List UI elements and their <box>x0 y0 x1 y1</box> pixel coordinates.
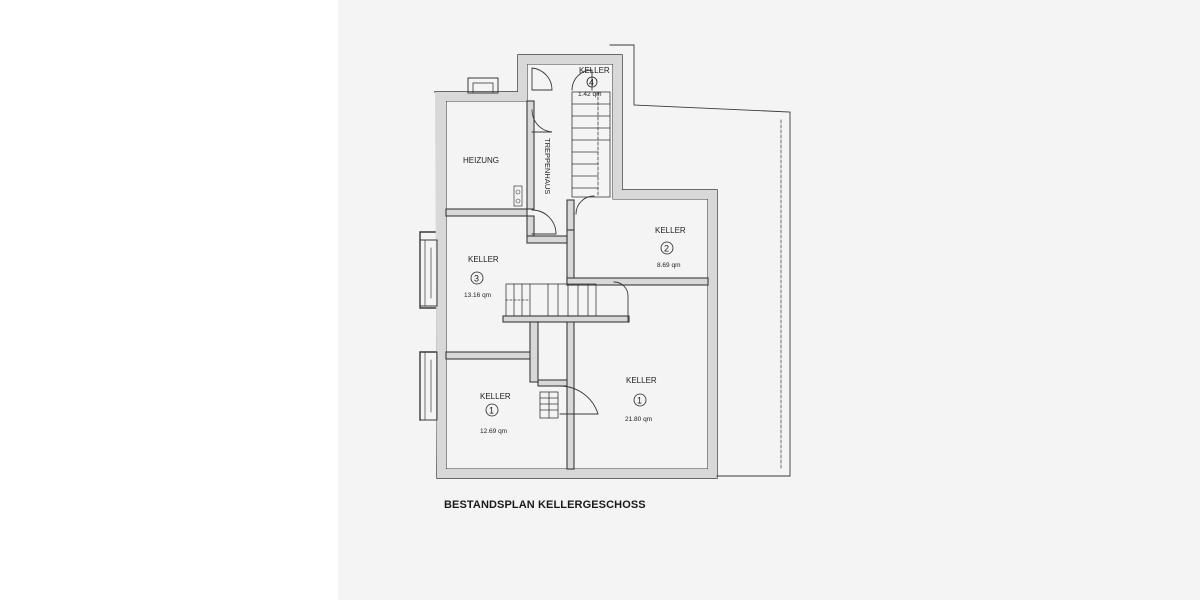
outer-wall <box>419 54 718 479</box>
room-name-treppenhaus: TREPPENHAUS <box>543 138 552 194</box>
room-number-circle <box>485 403 499 417</box>
room-name-keller4: KELLER <box>579 66 610 75</box>
room-name-keller1-right: KELLER <box>626 376 657 385</box>
room-name-heizung: HEIZUNG <box>463 156 499 165</box>
plan-title: BESTANDSPLAN KELLERGESCHOSS <box>444 499 646 511</box>
room-number-keller3: 3 <box>474 274 479 284</box>
room-number-keller4: 4 <box>589 78 594 88</box>
room-area-keller4: 1.42 qm <box>578 91 602 98</box>
room-name-keller2: KELLER <box>655 226 686 235</box>
room-label-keller4: KELLER 4 1.42 qm <box>578 66 610 98</box>
room-name-keller3: KELLER <box>468 255 499 264</box>
room-label-keller3: KELLER 3 13.16 qm <box>464 255 499 299</box>
doors <box>513 67 629 415</box>
room-number-circle <box>633 393 647 407</box>
light-shaft-top <box>467 77 499 94</box>
room-label-keller1-right: KELLER 1 21.80 qm <box>625 376 657 423</box>
room-number-keller1-right: 1 <box>637 396 642 406</box>
room-label-treppenhaus: TREPPENHAUS <box>543 138 552 194</box>
room-number-circle <box>586 76 598 88</box>
room-number-keller2: 2 <box>664 244 669 254</box>
page-margin <box>0 0 338 600</box>
room-area-keller2: 8.69 qm <box>657 262 681 269</box>
room-label-heizung: HEIZUNG <box>463 156 499 165</box>
room-area-keller1-left: 12.69 qm <box>480 428 507 435</box>
room-number-circle <box>660 241 674 255</box>
room-area-keller1-right: 21.80 qm <box>625 416 652 423</box>
stair-middle <box>505 283 597 317</box>
room-number-keller1-left: 1 <box>489 406 494 416</box>
room-area-keller3: 13.16 qm <box>464 292 491 299</box>
site-boundary <box>609 44 791 477</box>
room-name-keller1-left: KELLER <box>480 392 511 401</box>
stair-lower <box>539 391 559 419</box>
window-well-upper <box>419 239 438 307</box>
window-well-lower <box>419 351 438 421</box>
room-number-circle <box>470 271 484 285</box>
room-label-keller2: KELLER 2 8.69 qm <box>655 226 686 269</box>
stair-upper <box>571 91 611 198</box>
room-label-keller1-left: KELLER 1 12.69 qm <box>480 392 511 435</box>
